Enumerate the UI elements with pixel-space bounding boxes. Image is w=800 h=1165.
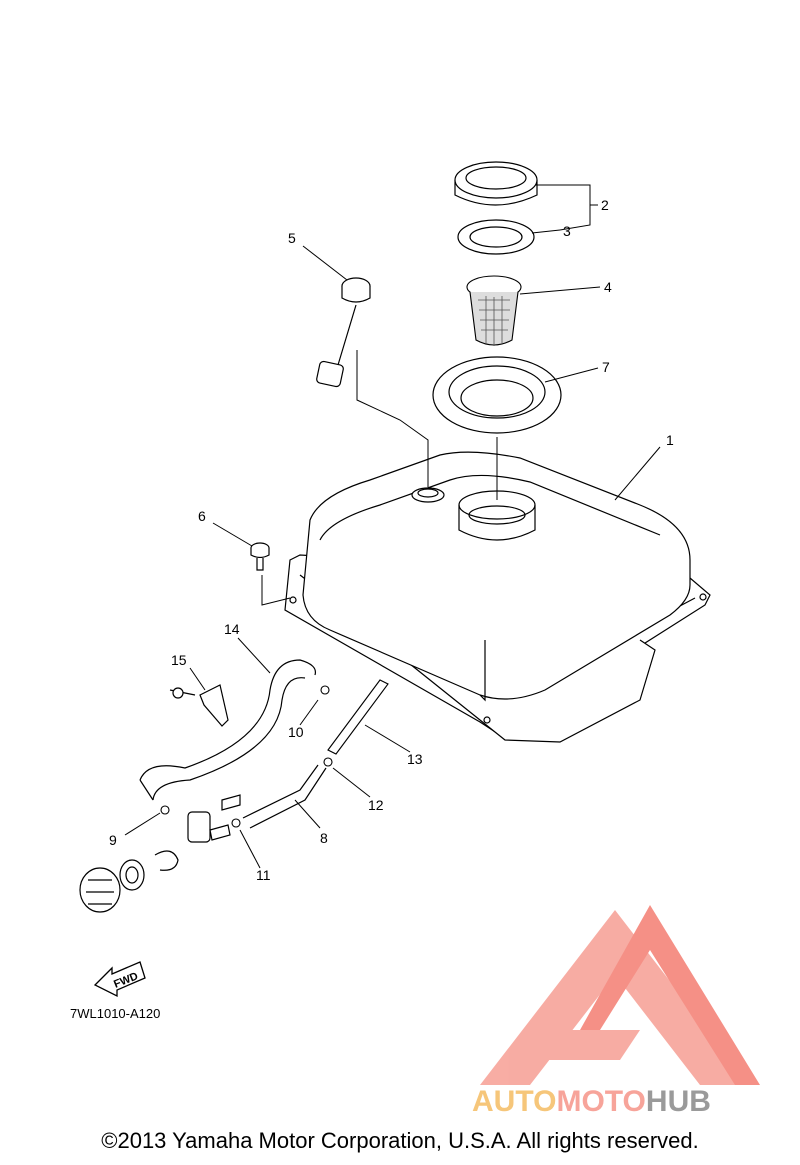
fwd-arrow-icon: FWD bbox=[93, 961, 146, 998]
fuel-hose bbox=[242, 764, 327, 829]
assembly-lines bbox=[261, 350, 498, 606]
hose-clamp bbox=[169, 684, 229, 727]
watermark-auto: AUTO bbox=[472, 1085, 557, 1118]
callout-4: 4 bbox=[604, 279, 612, 295]
fuel-sender-unit bbox=[316, 277, 371, 388]
hose-clips bbox=[160, 685, 333, 828]
watermark-moto: MOTO bbox=[556, 1085, 646, 1118]
callout-10: 10 bbox=[288, 724, 304, 740]
callout-numbers: 1 2 3 4 5 6 7 8 9 10 11 12 13 14 15 bbox=[109, 197, 674, 883]
callout-9: 9 bbox=[109, 832, 117, 848]
copyright-notice: ©2013 Yamaha Motor Corporation, U.S.A. A… bbox=[101, 1128, 699, 1153]
fuel-strainer bbox=[466, 275, 522, 346]
leader-lines bbox=[124, 184, 661, 869]
vent-hose bbox=[139, 659, 317, 801]
fuel-cap bbox=[454, 161, 538, 206]
fuel-cock bbox=[187, 794, 241, 843]
callout-1: 1 bbox=[666, 432, 674, 448]
filler-ring bbox=[432, 356, 562, 434]
callout-3: 3 bbox=[563, 223, 571, 239]
fuel-cock-knob bbox=[79, 850, 179, 913]
watermark-hub: HUB bbox=[645, 1085, 711, 1118]
tank-bolt bbox=[250, 542, 270, 571]
fuel-pipe bbox=[327, 679, 389, 755]
callout-12: 12 bbox=[368, 797, 384, 813]
fuel-tank bbox=[284, 451, 711, 743]
watermark-text: AUTOMOTOHUB bbox=[472, 1085, 711, 1119]
callout-7: 7 bbox=[602, 359, 610, 375]
callout-8: 8 bbox=[320, 830, 328, 846]
callout-13: 13 bbox=[407, 751, 423, 767]
callout-14: 14 bbox=[224, 621, 240, 637]
cap-gasket bbox=[457, 219, 535, 255]
callout-5: 5 bbox=[288, 230, 296, 246]
watermark-logo-icon bbox=[480, 905, 760, 1085]
callout-6: 6 bbox=[198, 508, 206, 524]
diagram-code: 7WL1010-A120 bbox=[70, 1006, 160, 1021]
callout-2: 2 bbox=[601, 197, 609, 213]
callout-11: 11 bbox=[256, 867, 271, 883]
callout-15: 15 bbox=[171, 652, 187, 668]
